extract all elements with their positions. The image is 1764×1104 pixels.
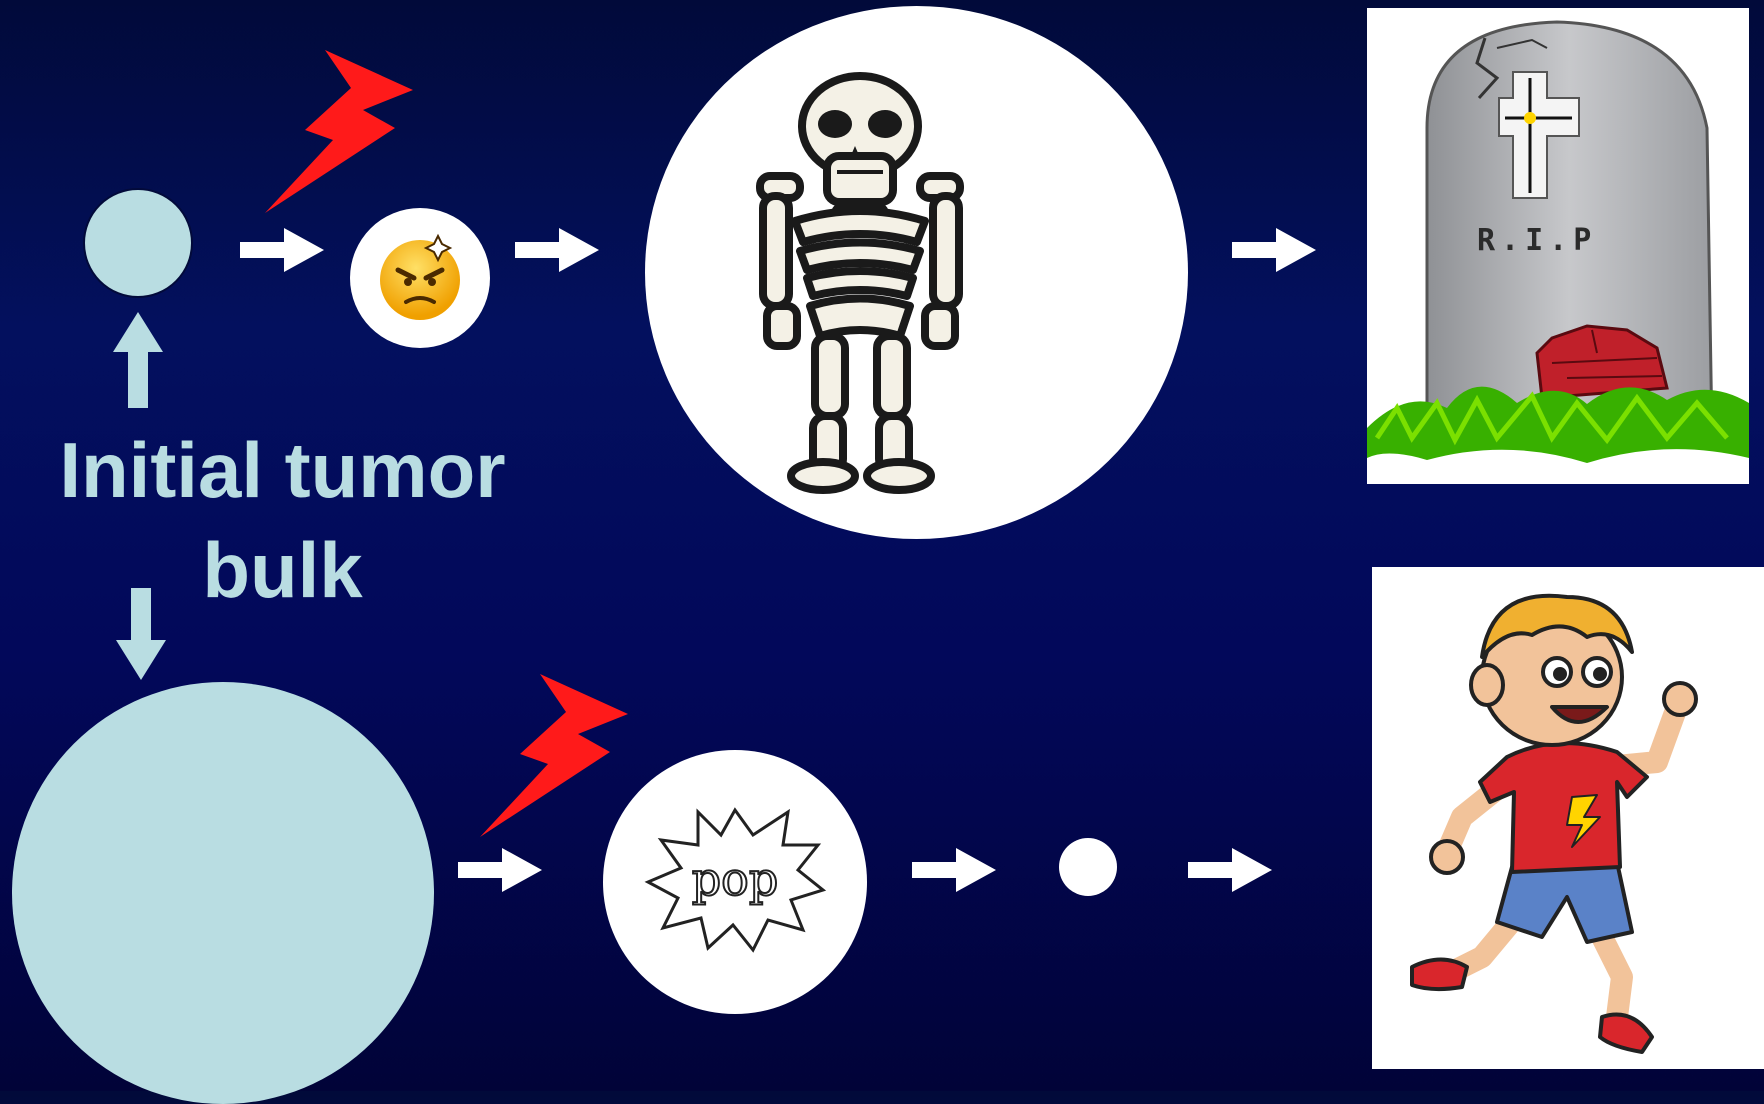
skeleton-circle [645, 6, 1188, 539]
arrow-bottom-1-icon [458, 848, 544, 892]
arrow-bottom-2-icon [912, 848, 998, 892]
arrow-down-icon [116, 588, 166, 680]
arrow-top-1-icon [240, 228, 326, 272]
arrow-top-3-icon [1232, 228, 1318, 272]
initial-tumor-label: Initial tumor bulk [30, 420, 535, 620]
running-boy-card [1372, 567, 1764, 1069]
angry-cell-circle [350, 208, 490, 348]
pop-cell-circle: pop [603, 750, 867, 1014]
lightning-top-icon [255, 48, 415, 218]
pop-text: pop [685, 852, 785, 906]
arrow-top-2-icon [515, 228, 601, 272]
running-boy-icon [1372, 567, 1764, 1069]
label-line2: bulk [30, 520, 535, 620]
tombstone-card: R.I.P [1367, 8, 1749, 484]
arrow-bottom-3-icon [1188, 848, 1274, 892]
tombstone-text: R.I.P [1477, 223, 1597, 258]
small-tumor-circle [83, 188, 193, 298]
large-tumor-circle [12, 682, 434, 1104]
label-line1: Initial tumor [30, 420, 535, 520]
arrow-up-icon [113, 312, 163, 408]
small-remnant-circle [1059, 838, 1117, 896]
angry-face-icon [350, 208, 490, 348]
skeleton-icon [645, 6, 1188, 539]
